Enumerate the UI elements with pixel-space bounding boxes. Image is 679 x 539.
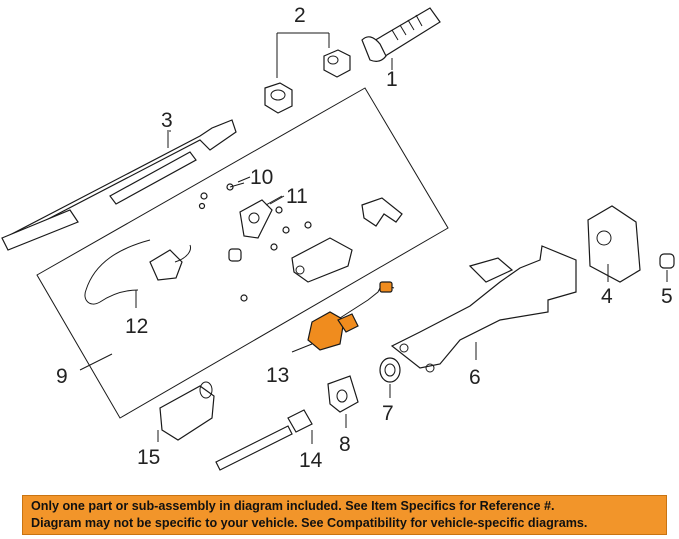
compatibility-notice-banner: Only one part or sub-assembly in diagram… [22,495,667,535]
part-1-shaft [361,7,441,70]
callout-11: 11 [286,185,308,208]
part-15-coupler [157,381,215,442]
callout-8: 8 [339,433,351,456]
part-4-cover [587,205,641,283]
callout-7: 7 [382,402,394,425]
part-11-bracket [239,195,283,239]
part-3-long-shaft [1,119,237,251]
callout-14: 14 [299,449,323,472]
part-14-shaft [215,409,313,471]
callout-10: 10 [250,166,273,189]
part-5-bushing [659,253,675,282]
callout-1: 1 [386,68,398,91]
switch-assembly [291,197,403,283]
callout-13: 13 [266,364,289,387]
callout-15: 15 [137,446,160,469]
callout-9: 9 [56,365,68,388]
callout-2: 2 [294,4,306,27]
part-7-bearing [379,357,401,398]
callout-5: 5 [661,285,673,308]
notice-line-2: Diagram may not be specific to your vehi… [31,516,588,530]
part-12-cable [84,239,191,308]
notice-line-1: Only one part or sub-assembly in diagram… [31,499,555,513]
part-10-bolts [198,182,312,302]
part-6-column-housing [390,245,577,373]
leader-lines [79,130,285,371]
callout-6: 6 [469,366,481,389]
part-13-highlighted [291,281,395,353]
callout-3: 3 [161,109,173,132]
part-8-cap [327,375,359,428]
exploded-view-frame [36,87,449,419]
callout-12: 12 [125,315,148,338]
callout-4: 4 [601,285,613,308]
part-2-nuts [264,32,351,114]
